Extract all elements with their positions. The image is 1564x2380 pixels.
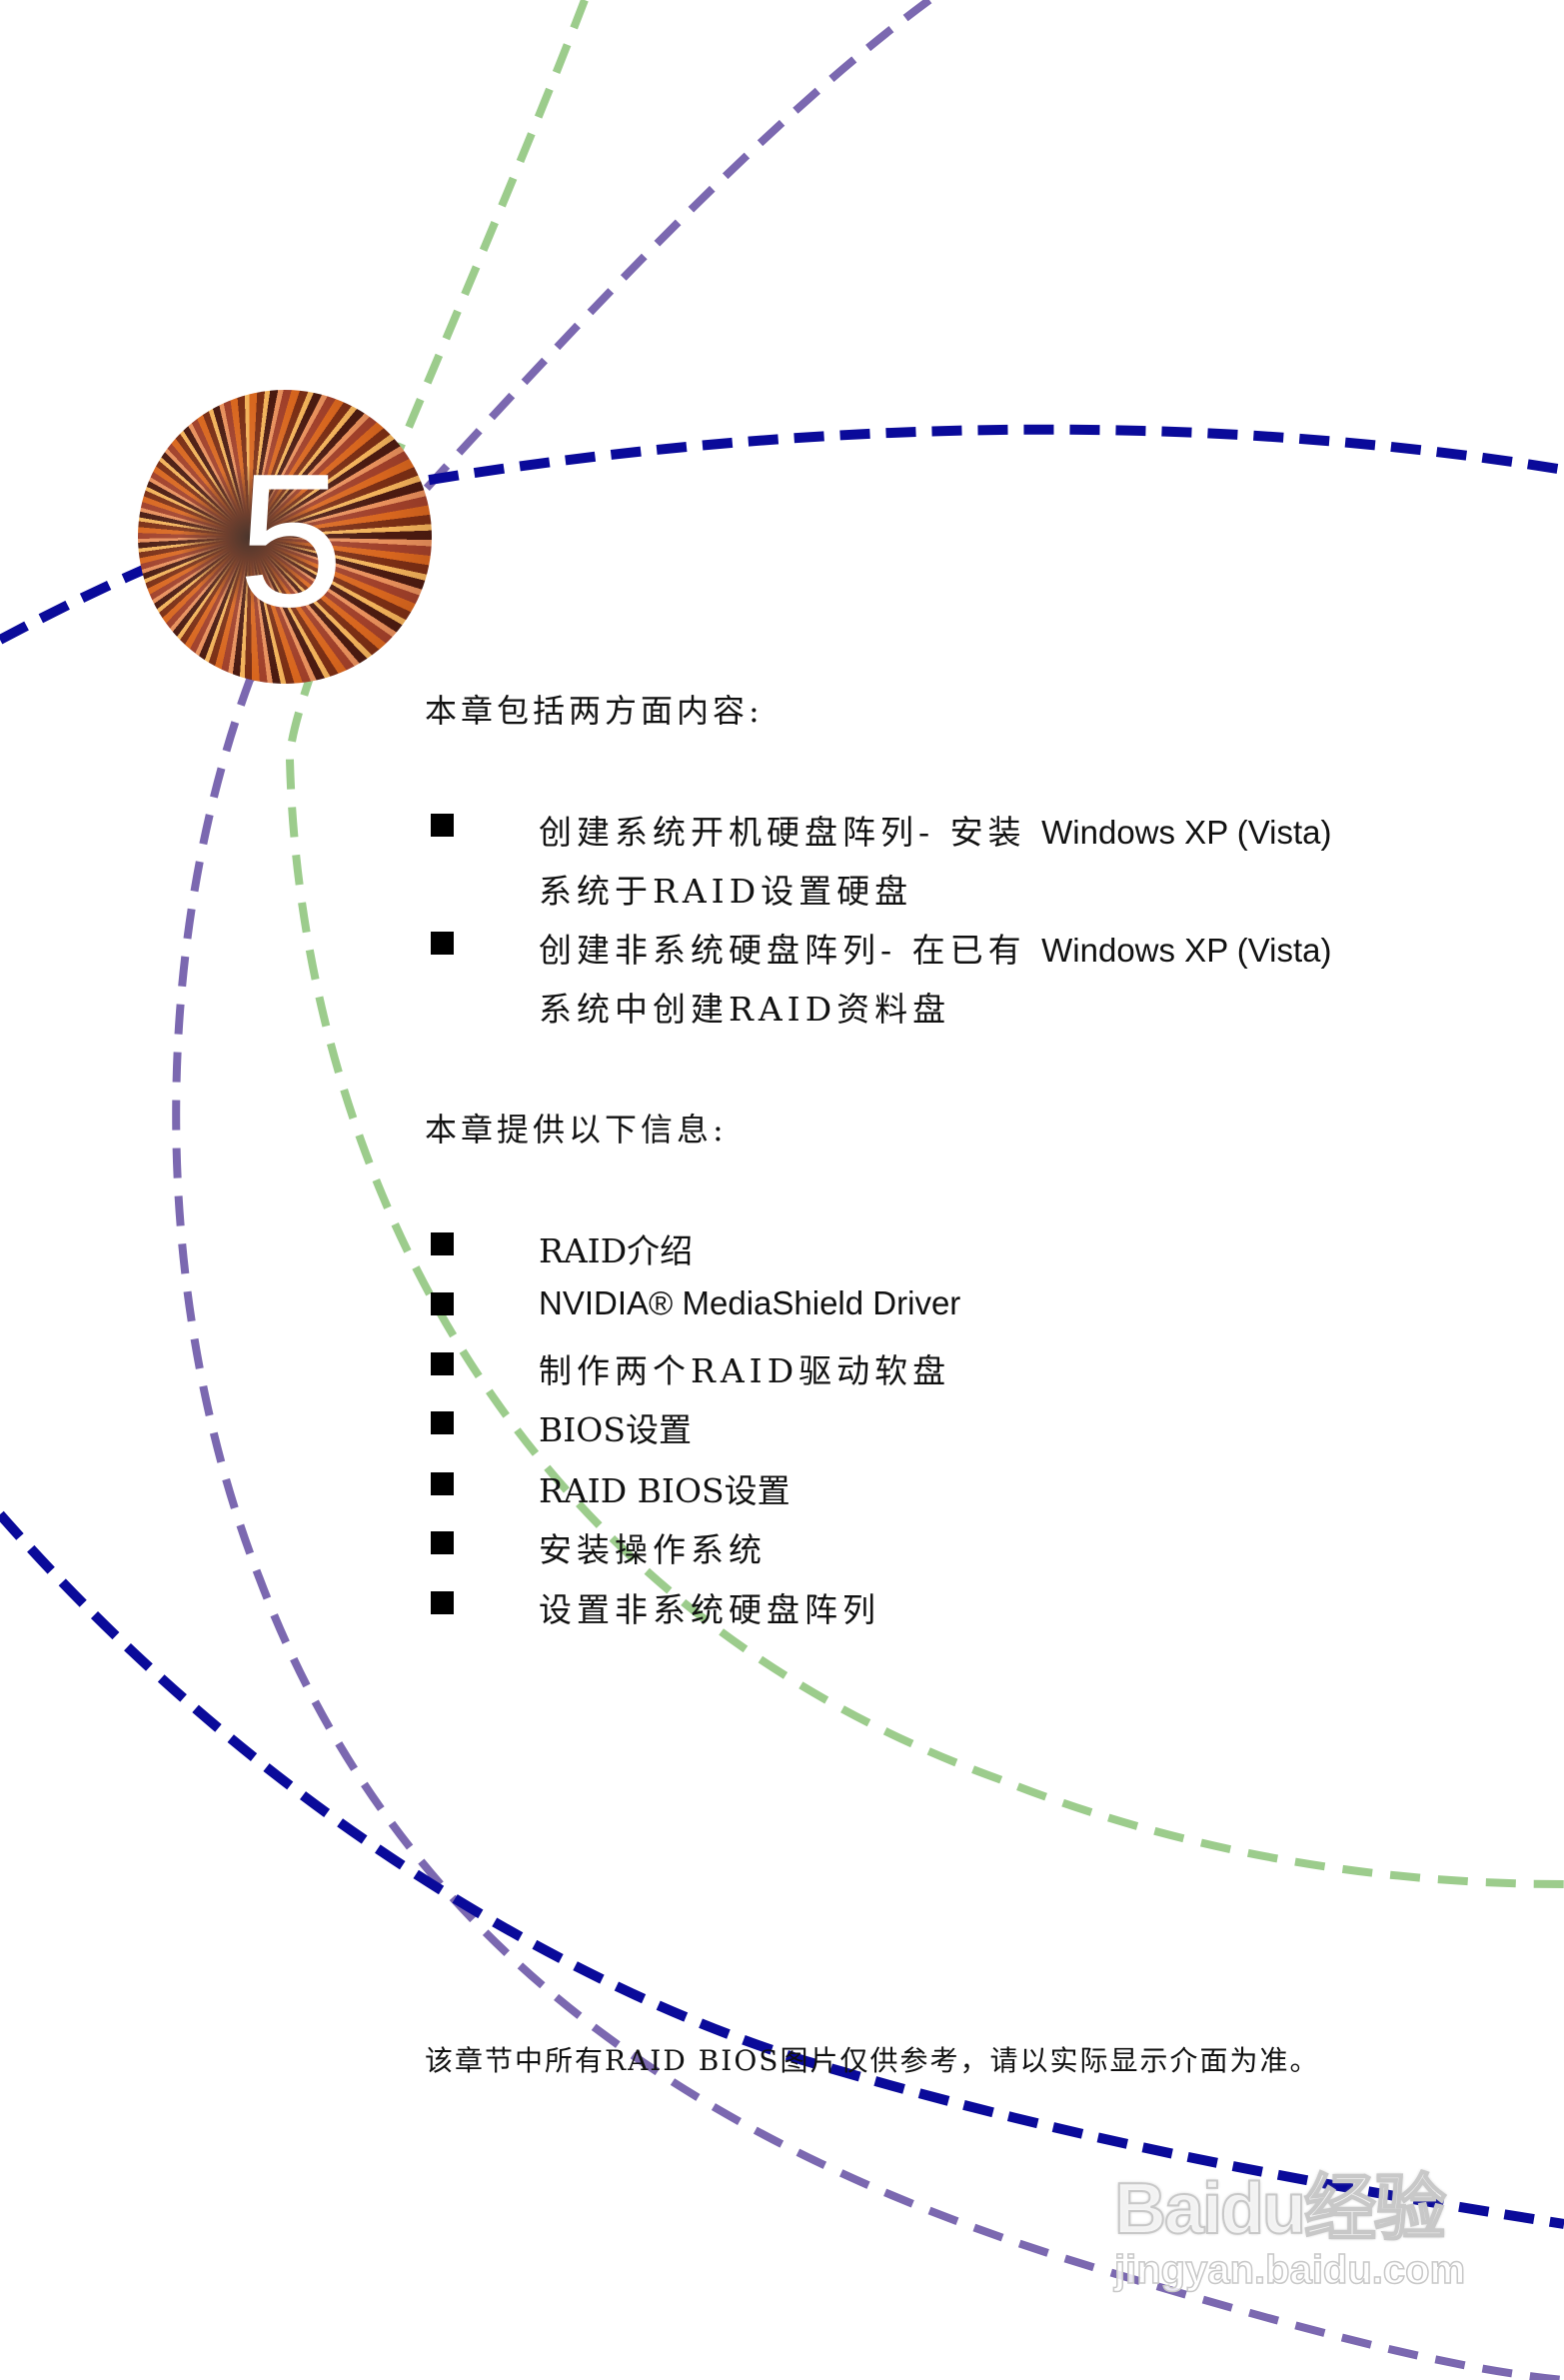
watermark-logo-text: Baidu经验 (1113, 2168, 1447, 2250)
list-item-continuation: 系统中创建RAID资料盘 (539, 990, 951, 1029)
watermark-url: jingyan.baidu.com (1113, 2247, 1466, 2293)
footnote: 该章节中所有RAID BIOS图片仅供参考，请以实际显示介面为准。 (425, 2044, 1320, 2077)
list-item: RAID介绍 (539, 1231, 694, 1270)
bullet-icon (431, 1531, 454, 1554)
bullet-icon (431, 1411, 454, 1434)
list-item: 设置非系统硬盘阵列 (539, 1590, 880, 1629)
bullet-icon (431, 1352, 454, 1375)
section2-heading: 本章提供以下信息: (425, 1111, 728, 1149)
green-dashed-arc (285, 0, 1564, 1888)
blue-dashed-arc-lower (0, 1510, 1564, 2229)
baidu-watermark: Baidu经验 jingyan.baidu.com (1113, 2149, 1466, 2293)
list-item: BIOS设置 (539, 1410, 692, 1449)
bullet-icon (431, 814, 454, 837)
list-item: 创建非系统硬盘阵列- 在已有 Windows XP (Vista) (539, 931, 1332, 970)
section1-heading: 本章包括两方面内容: (425, 692, 764, 730)
chapter-number: 5 (238, 435, 344, 647)
list-item: RAID BIOS设置 (539, 1471, 790, 1510)
bullet-icon (431, 1591, 454, 1614)
bullet-icon (431, 1232, 454, 1255)
list-item-continuation: 系统于RAID设置硬盘 (539, 872, 913, 911)
bullet-icon (431, 1472, 454, 1495)
bullet-icon (431, 1292, 454, 1315)
list-item: 制作两个RAID驱动软盘 (539, 1351, 951, 1390)
list-item: NVIDIA® MediaShield Driver (539, 1284, 961, 1321)
bullet-icon (431, 932, 454, 955)
list-item: 安装操作系统 (539, 1530, 767, 1569)
chapter-badge: 5 (138, 390, 432, 684)
list-item: 创建系统开机硬盘阵列- 安装 Windows XP (Vista) (539, 813, 1332, 852)
